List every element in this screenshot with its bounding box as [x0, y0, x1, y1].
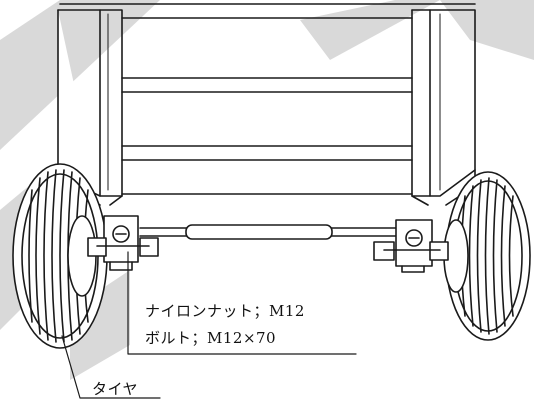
bolt-label: ボルト；M12×70 — [145, 329, 277, 347]
nylon-nut-label: ナイロンナット；M12 — [145, 302, 305, 320]
bolt-nut-leader — [127, 251, 357, 355]
leader-lines — [61, 251, 357, 399]
right-frame-post — [411, 9, 476, 206]
tire-label: タイヤ — [92, 380, 139, 398]
axle — [139, 224, 401, 240]
tire-leader — [61, 335, 161, 399]
right-axle-bracket — [373, 219, 449, 273]
frame-slats — [59, 3, 476, 195]
left-axle-bracket — [87, 215, 159, 271]
right-tire — [443, 171, 531, 341]
